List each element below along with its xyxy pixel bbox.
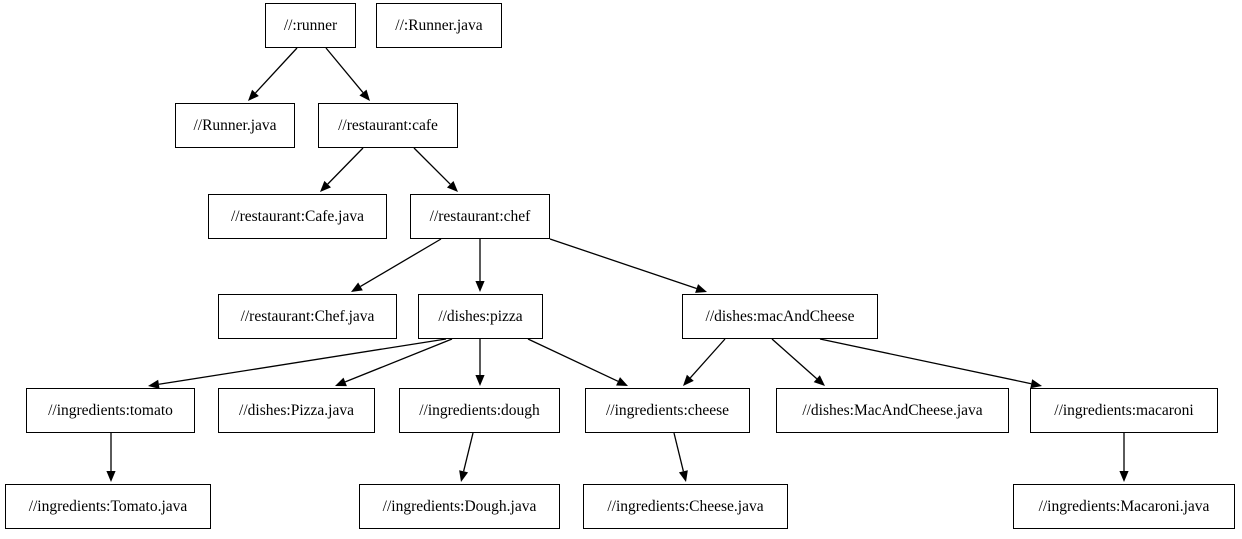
edge-line bbox=[549, 238, 697, 290]
edge-arrowhead bbox=[1119, 471, 1129, 482]
graph-node-ing_tomato[interactable]: //ingredients:tomato bbox=[26, 388, 195, 433]
edge-arrowhead bbox=[248, 89, 259, 101]
graph-node-restaurant_cafe_java[interactable]: //restaurant:Cafe.java bbox=[208, 194, 387, 239]
graph-edge-restaurant_chef-to-dishes_pizza bbox=[475, 239, 485, 292]
edge-line bbox=[325, 47, 364, 93]
graph-node-label: //ingredients:macaroni bbox=[1054, 401, 1194, 419]
graph-node-ing_cheese_java[interactable]: //ingredients:Cheese.java bbox=[583, 484, 788, 529]
graph-node-label: //ingredients:cheese bbox=[605, 401, 730, 419]
graph-edge-dishes_pizza-to-dishes_pizza_java bbox=[335, 338, 453, 387]
graph-node-root_runner_java[interactable]: //:Runner.java bbox=[376, 3, 502, 48]
graph-edge-dishes_pizza-to-ing_dough bbox=[475, 339, 485, 386]
graph-edge-dishes_pizza-to-ing_tomato bbox=[148, 338, 447, 389]
graph-node-label: //dishes:macAndCheese bbox=[705, 307, 855, 325]
edge-arrowhead bbox=[1030, 379, 1042, 389]
graph-edge-dishes_macandcheese-to-dishes_mac_java bbox=[771, 338, 825, 386]
edge-line bbox=[527, 338, 619, 382]
edge-line bbox=[344, 338, 453, 383]
graph-node-label: //ingredients:Macaroni.java bbox=[1038, 497, 1210, 515]
graph-node-dishes_pizza_java[interactable]: //dishes:Pizza.java bbox=[218, 388, 375, 433]
edge-arrowhead bbox=[475, 375, 485, 386]
graph-node-label: //restaurant:Cafe.java bbox=[231, 207, 364, 225]
graph-node-runner_target[interactable]: //:runner bbox=[265, 3, 356, 48]
graph-edge-ing_dough-to-ing_dough_java bbox=[459, 432, 474, 482]
graph-node-ing_dough_java[interactable]: //ingredients:Dough.java bbox=[359, 484, 560, 529]
graph-node-label: //:Runner.java bbox=[395, 16, 483, 34]
graph-node-ing_cheese[interactable]: //ingredients:cheese bbox=[585, 388, 750, 433]
edge-arrowhead bbox=[335, 377, 347, 387]
edge-line bbox=[327, 147, 364, 185]
edge-line bbox=[689, 338, 726, 379]
edge-arrowhead bbox=[678, 470, 688, 482]
graph-node-label: //ingredients:tomato bbox=[48, 401, 173, 419]
edge-line bbox=[254, 47, 298, 94]
edge-arrowhead bbox=[683, 374, 694, 386]
edge-arrowhead bbox=[475, 281, 485, 292]
graph-edge-runner_target-to-runner_java bbox=[248, 47, 298, 101]
edge-arrowhead bbox=[359, 89, 370, 101]
graph-node-restaurant_chef_java[interactable]: //restaurant:Chef.java bbox=[218, 294, 397, 339]
graph-node-label: //Runner.java bbox=[193, 116, 277, 134]
graph-node-restaurant_cafe[interactable]: //restaurant:cafe bbox=[318, 103, 458, 148]
edge-line bbox=[360, 238, 442, 287]
edge-arrowhead bbox=[813, 375, 825, 386]
graph-node-label: //restaurant:chef bbox=[429, 207, 531, 225]
edge-line bbox=[413, 147, 451, 185]
graph-edge-ing_macaroni-to-ing_macaroni_java bbox=[1119, 433, 1129, 482]
graph-edge-restaurant_chef-to-dishes_macandcheese bbox=[549, 238, 707, 293]
graph-edge-restaurant_chef-to-restaurant_chef_java bbox=[351, 238, 442, 292]
graph-node-label: //ingredients:Cheese.java bbox=[607, 497, 764, 515]
edge-arrowhead bbox=[320, 180, 331, 192]
graph-edge-dishes_macandcheese-to-ing_macaroni bbox=[819, 338, 1042, 389]
graph-edge-restaurant_cafe-to-restaurant_chef bbox=[413, 147, 458, 192]
graph-edge-runner_target-to-restaurant_cafe bbox=[325, 47, 370, 101]
graph-edge-ing_cheese-to-ing_cheese_java bbox=[673, 432, 688, 482]
graph-edge-restaurant_cafe-to-restaurant_cafe_java bbox=[320, 147, 364, 192]
graph-node-dishes_mac_java[interactable]: //dishes:MacAndCheese.java bbox=[776, 388, 1009, 433]
graph-node-label: //ingredients:dough bbox=[419, 401, 540, 419]
graph-node-runner_java[interactable]: //Runner.java bbox=[175, 103, 295, 148]
graph-node-ing_tomato_java[interactable]: //ingredients:Tomato.java bbox=[5, 484, 211, 529]
edge-line bbox=[819, 338, 1032, 385]
graph-node-ing_macaroni_java[interactable]: //ingredients:Macaroni.java bbox=[1013, 484, 1235, 529]
graph-node-label: //dishes:MacAndCheese.java bbox=[802, 401, 983, 419]
graph-node-label: //restaurant:cafe bbox=[338, 116, 438, 134]
edge-line bbox=[158, 338, 447, 385]
graph-node-label: //:runner bbox=[283, 16, 338, 34]
graph-node-ing_macaroni[interactable]: //ingredients:macaroni bbox=[1030, 388, 1218, 433]
graph-node-label: //restaurant:Chef.java bbox=[240, 307, 375, 325]
edge-line bbox=[771, 338, 818, 380]
graph-edge-dishes_pizza-to-ing_cheese bbox=[527, 338, 628, 386]
graph-edge-ing_tomato-to-ing_tomato_java bbox=[106, 433, 116, 482]
graph-node-restaurant_chef[interactable]: //restaurant:chef bbox=[410, 194, 550, 239]
edge-line bbox=[673, 432, 685, 472]
edge-arrowhead bbox=[695, 284, 707, 293]
graph-edge-dishes_macandcheese-to-ing_cheese bbox=[683, 338, 726, 386]
graph-node-label: //dishes:pizza bbox=[438, 307, 523, 325]
edge-arrowhead bbox=[106, 471, 116, 482]
graph-node-dishes_macandcheese[interactable]: //dishes:macAndCheese bbox=[682, 294, 878, 339]
graph-node-ing_dough[interactable]: //ingredients:dough bbox=[399, 388, 560, 433]
edge-arrowhead bbox=[616, 377, 628, 386]
graph-node-label: //ingredients:Tomato.java bbox=[28, 497, 188, 515]
graph-node-label: //dishes:Pizza.java bbox=[239, 401, 354, 419]
graph-node-label: //ingredients:Dough.java bbox=[382, 497, 537, 515]
edge-arrowhead bbox=[351, 282, 363, 292]
edge-arrowhead bbox=[459, 470, 469, 482]
edge-arrowhead bbox=[446, 180, 458, 192]
graph-node-dishes_pizza[interactable]: //dishes:pizza bbox=[418, 294, 543, 339]
edge-line bbox=[462, 432, 474, 472]
